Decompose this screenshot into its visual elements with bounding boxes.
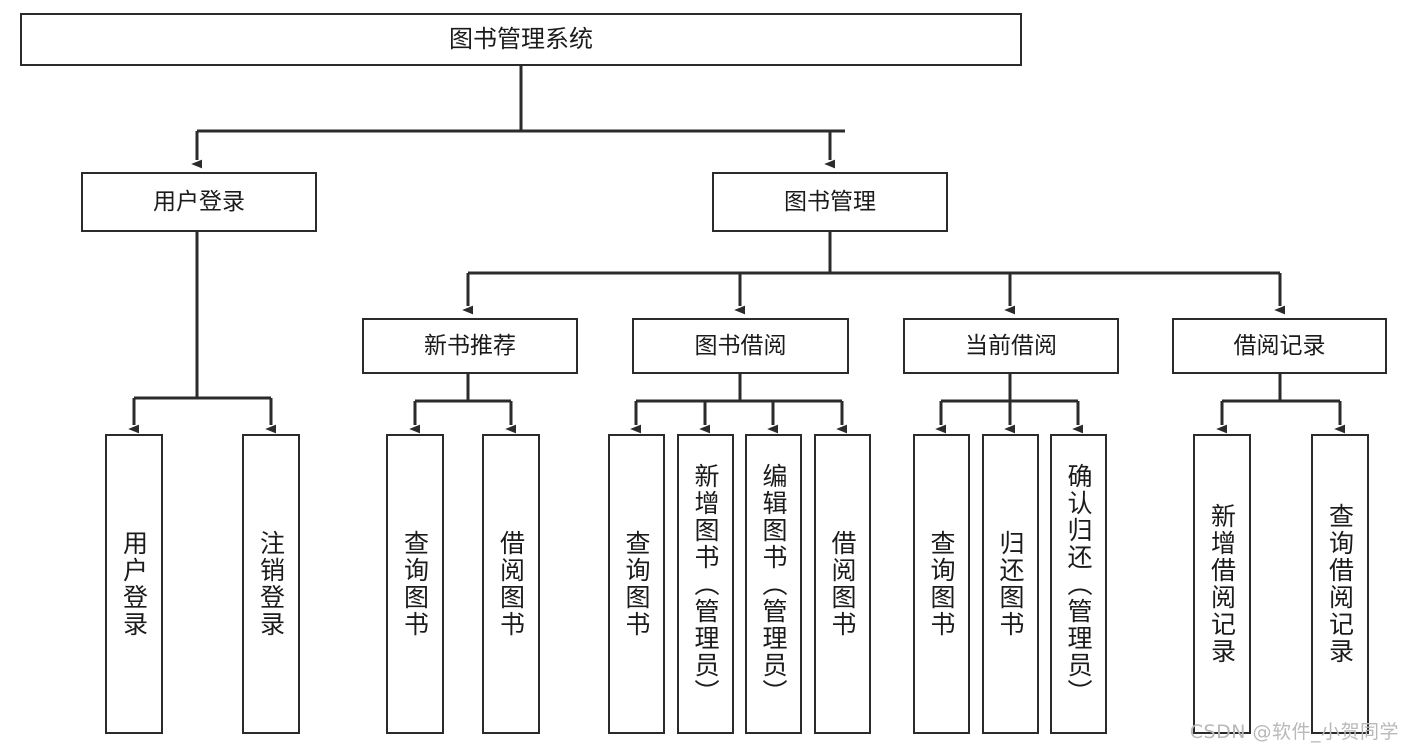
node-leaf-query-book-1[interactable]: 查询图书: [386, 434, 444, 734]
node-label: 查询图书: [622, 530, 651, 638]
node-book-borrow[interactable]: 图书借阅: [632, 318, 849, 374]
node-user-login[interactable]: 用户登录: [81, 172, 317, 232]
node-leaf-user-logout[interactable]: 注销登录: [242, 434, 300, 734]
node-label: 图书借阅: [694, 332, 787, 359]
node-label: 新增图书（管理员）: [691, 462, 720, 706]
node-label: 新增借阅记录: [1207, 503, 1237, 665]
node-borrow-record[interactable]: 借阅记录: [1172, 318, 1387, 374]
node-leaf-borrow-book-1[interactable]: 借阅图书: [482, 434, 540, 734]
node-label: 图书管理系统: [449, 24, 593, 53]
node-leaf-query-borrow-record[interactable]: 查询借阅记录: [1311, 434, 1369, 734]
node-leaf-user-login[interactable]: 用户登录: [105, 434, 163, 734]
node-root-system[interactable]: 图书管理系统: [20, 13, 1022, 66]
node-leaf-borrow-book-2[interactable]: 借阅图书: [814, 434, 871, 734]
node-label: 图书管理: [784, 188, 876, 215]
node-label: 新书推荐: [424, 332, 516, 359]
node-label: 归还图书: [996, 530, 1025, 638]
node-leaf-add-borrow-record[interactable]: 新增借阅记录: [1193, 434, 1251, 734]
node-label: 借阅图书: [828, 530, 857, 638]
node-label: 用户登录: [119, 530, 149, 638]
node-leaf-add-book-admin[interactable]: 新增图书（管理员）: [677, 434, 734, 734]
node-current-borrow[interactable]: 当前借阅: [903, 318, 1119, 374]
node-label: 借阅记录: [1233, 332, 1326, 359]
node-leaf-confirm-return-admin[interactable]: 确认归还（管理员）: [1050, 434, 1107, 734]
node-leaf-edit-book-admin[interactable]: 编辑图书（管理员）: [745, 434, 802, 734]
node-label: 确认归还（管理员）: [1064, 462, 1093, 706]
node-new-book-recommend[interactable]: 新书推荐: [362, 318, 578, 374]
node-label: 查询图书: [927, 530, 956, 638]
node-label: 查询借阅记录: [1325, 503, 1355, 665]
node-label: 用户登录: [153, 188, 245, 215]
node-label: 查询图书: [400, 530, 430, 638]
node-label: 注销登录: [256, 530, 286, 638]
node-leaf-return-book[interactable]: 归还图书: [982, 434, 1039, 734]
node-leaf-query-book-2[interactable]: 查询图书: [608, 434, 665, 734]
csdn-watermark: CSDN @软件_小贺同学: [1189, 721, 1399, 743]
node-label: 当前借阅: [965, 332, 1057, 359]
node-book-manage[interactable]: 图书管理: [712, 172, 948, 232]
node-leaf-query-book-3[interactable]: 查询图书: [913, 434, 970, 734]
node-label: 借阅图书: [496, 530, 526, 638]
node-label: 编辑图书（管理员）: [759, 462, 788, 706]
